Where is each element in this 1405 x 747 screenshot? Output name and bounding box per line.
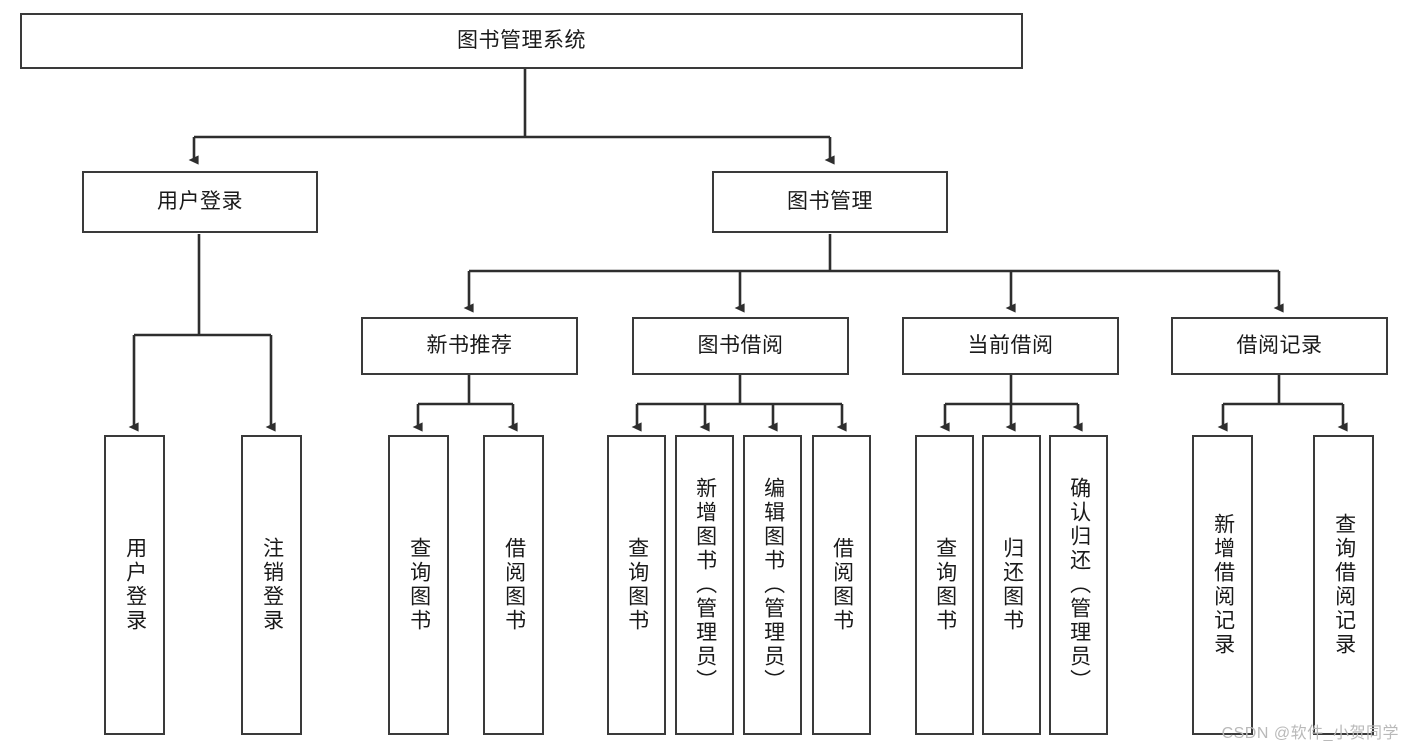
node-leaf-user-login[interactable]: 用户登录 — [104, 435, 165, 735]
node-leaf-query-record[interactable]: 查询借阅记录 — [1313, 435, 1374, 735]
node-book-borrow[interactable]: 图书借阅 — [632, 317, 849, 375]
node-borrow-record[interactable]: 借阅记录 — [1171, 317, 1388, 375]
node-root-label: 图书管理系统 — [457, 29, 586, 53]
node-leaf-query-book-3-label: 查询图书 — [933, 537, 957, 633]
node-leaf-query-record-label: 查询借阅记录 — [1332, 513, 1356, 657]
node-leaf-logout[interactable]: 注销登录 — [241, 435, 302, 735]
node-leaf-logout-label: 注销登录 — [260, 537, 284, 633]
node-leaf-add-book-label: 新增图书（管理员） — [693, 477, 717, 693]
node-book-manage-label: 图书管理 — [787, 190, 873, 214]
node-leaf-confirm-return-label: 确认归还（管理员） — [1067, 477, 1091, 693]
node-leaf-return-book[interactable]: 归还图书 — [982, 435, 1041, 735]
node-user-login-label: 用户登录 — [157, 190, 243, 214]
node-book-manage[interactable]: 图书管理 — [712, 171, 948, 233]
node-root[interactable]: 图书管理系统 — [20, 13, 1023, 69]
node-new-book-rec[interactable]: 新书推荐 — [361, 317, 578, 375]
node-borrow-record-label: 借阅记录 — [1236, 334, 1323, 358]
node-leaf-add-record-label: 新增借阅记录 — [1211, 513, 1235, 657]
node-leaf-borrow-book-2[interactable]: 借阅图书 — [812, 435, 871, 735]
node-leaf-query-book-1[interactable]: 查询图书 — [388, 435, 449, 735]
node-leaf-borrow-book-1-label: 借阅图书 — [502, 537, 526, 633]
node-leaf-return-book-label: 归还图书 — [1000, 537, 1024, 633]
node-leaf-add-record[interactable]: 新增借阅记录 — [1192, 435, 1253, 735]
node-leaf-query-book-1-label: 查询图书 — [407, 537, 431, 633]
node-current-borrow[interactable]: 当前借阅 — [902, 317, 1119, 375]
node-user-login[interactable]: 用户登录 — [82, 171, 318, 233]
node-book-borrow-label: 图书借阅 — [697, 334, 784, 358]
node-leaf-query-book-3[interactable]: 查询图书 — [915, 435, 974, 735]
node-new-book-rec-label: 新书推荐 — [426, 334, 513, 358]
node-leaf-query-book-2-label: 查询图书 — [625, 537, 649, 633]
node-leaf-add-book[interactable]: 新增图书（管理员） — [675, 435, 734, 735]
node-leaf-confirm-return[interactable]: 确认归还（管理员） — [1049, 435, 1108, 735]
node-leaf-edit-book-label: 编辑图书（管理员） — [761, 477, 785, 693]
node-leaf-borrow-book-1[interactable]: 借阅图书 — [483, 435, 544, 735]
node-leaf-user-login-label: 用户登录 — [123, 537, 147, 633]
node-current-borrow-label: 当前借阅 — [967, 334, 1054, 358]
node-leaf-edit-book[interactable]: 编辑图书（管理员） — [743, 435, 802, 735]
node-leaf-query-book-2[interactable]: 查询图书 — [607, 435, 666, 735]
node-leaf-borrow-book-2-label: 借阅图书 — [830, 537, 854, 633]
